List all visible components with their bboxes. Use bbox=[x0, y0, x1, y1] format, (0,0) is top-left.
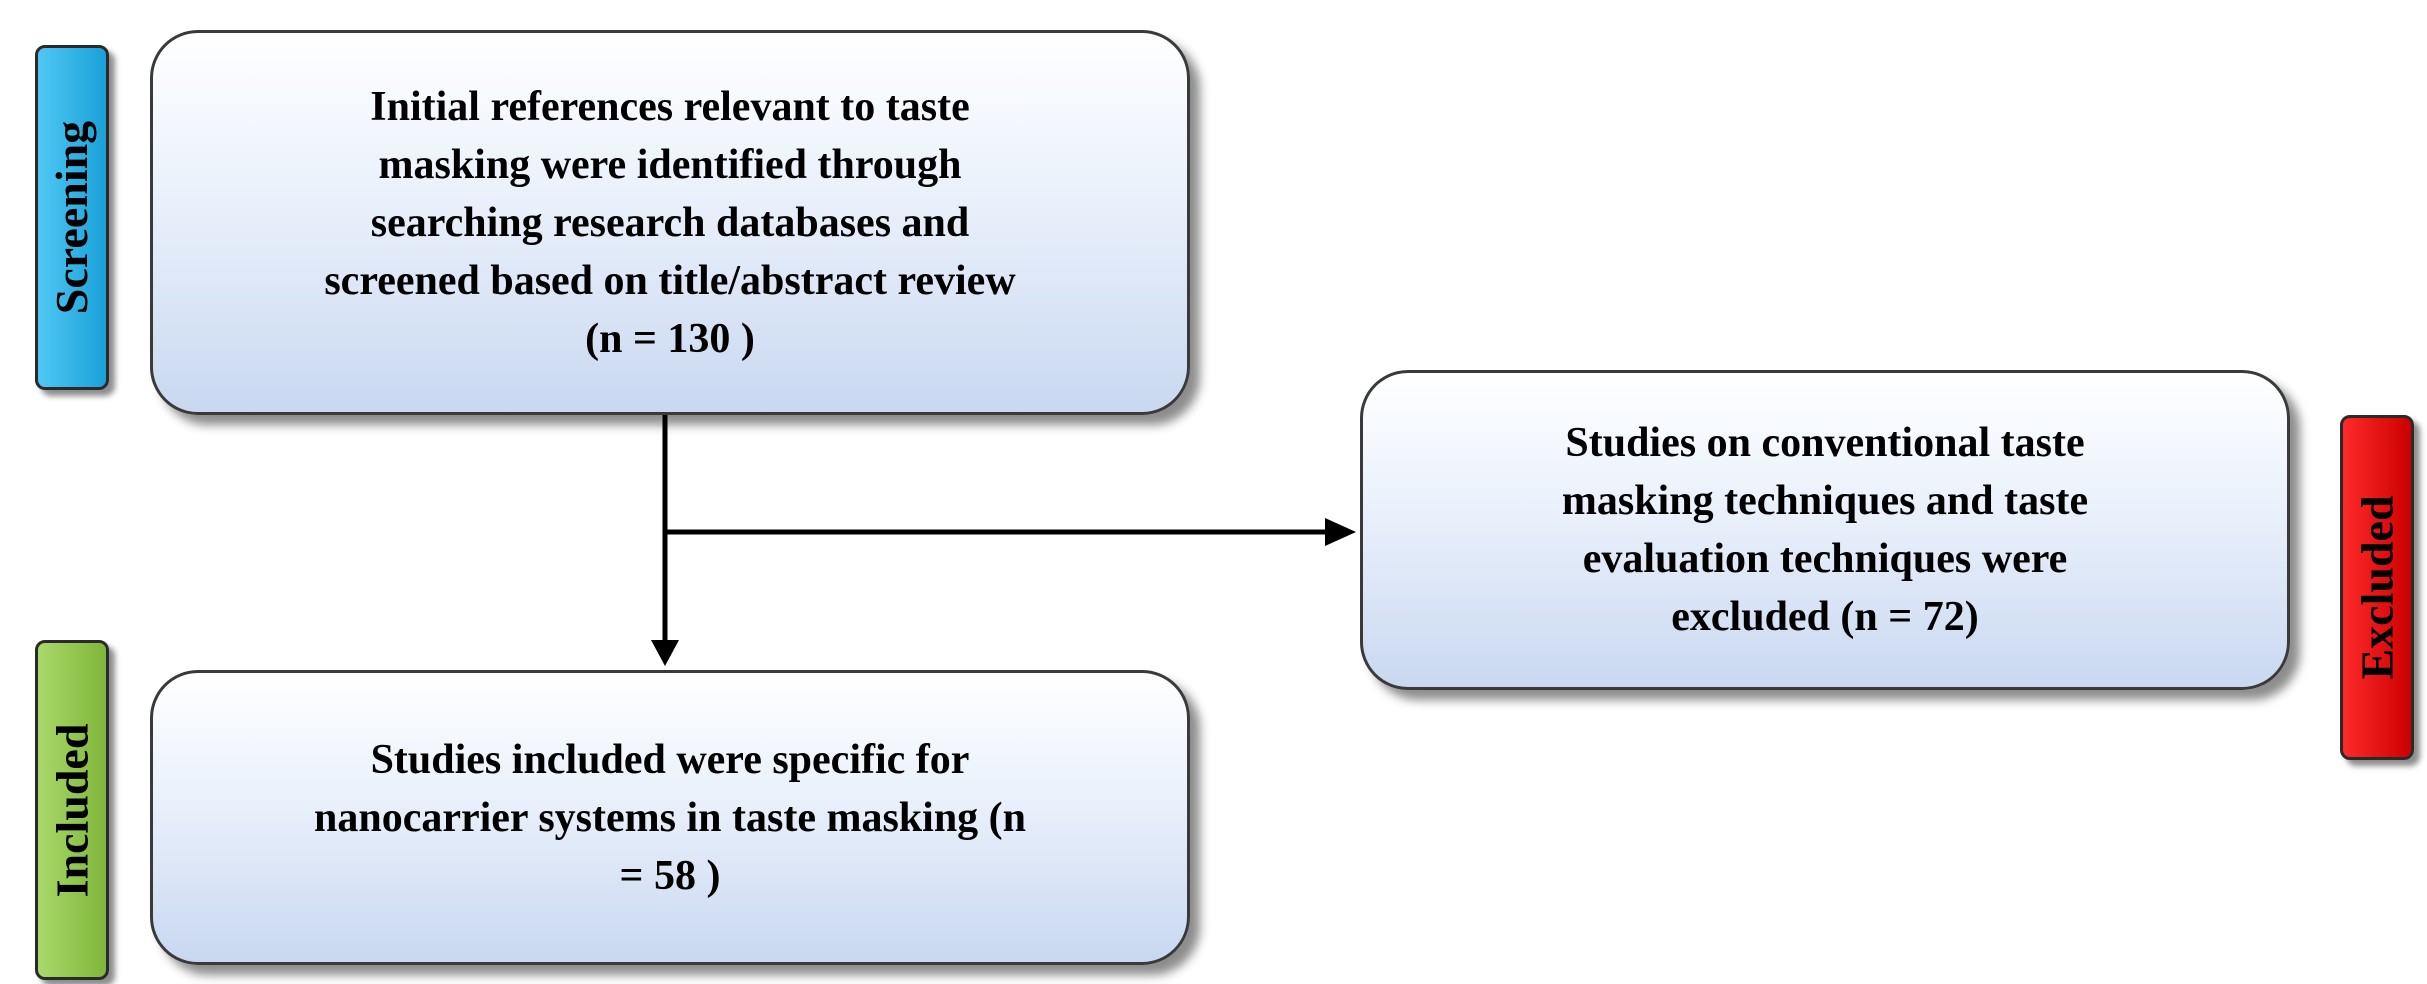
screening-stage-label: Screening bbox=[35, 45, 109, 390]
included-label-text: Included bbox=[46, 723, 98, 897]
screening-box-text: Initial references relevant to taste mas… bbox=[324, 83, 1016, 362]
excluded-stage-label: Excluded bbox=[2340, 415, 2414, 760]
screening-label-text: Screening bbox=[46, 120, 98, 315]
excluded-label-text: Excluded bbox=[2351, 495, 2403, 680]
horizontal-arrowhead bbox=[1325, 518, 1356, 546]
vertical-arrowhead bbox=[651, 640, 679, 666]
excluded-box: Studies on conventional taste masking te… bbox=[1360, 370, 2290, 690]
included-stage-label: Included bbox=[35, 640, 109, 980]
included-box-text: Studies included were specific for nanoc… bbox=[313, 736, 1027, 899]
screening-box: Initial references relevant to taste mas… bbox=[150, 30, 1190, 415]
excluded-box-text: Studies on conventional taste masking te… bbox=[1561, 420, 2089, 640]
included-box: Studies included were specific for nanoc… bbox=[150, 670, 1190, 965]
